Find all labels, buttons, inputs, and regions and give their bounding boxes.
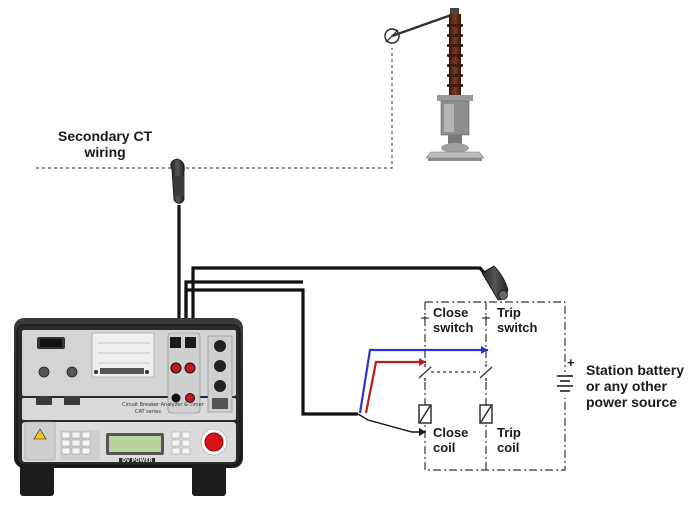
battery-icon — [556, 372, 574, 398]
control-leads — [358, 348, 488, 414]
battery-plus-label: + — [567, 355, 575, 370]
secondary-ct-wiring-label: Secondary CT wiring — [58, 128, 153, 161]
close-switch-symbol — [421, 316, 429, 320]
circuit-breaker-analyzer — [14, 318, 243, 496]
device-brand: DV POWER — [122, 458, 153, 464]
device-panel-subtitle: CAT series — [135, 409, 161, 415]
trip-switch-label: Trip switch — [497, 305, 538, 335]
circuit-breaker-pole — [384, 8, 485, 161]
trip-switch-symbol — [482, 316, 490, 320]
close-switch-label: Close switch — [433, 305, 474, 335]
trip-clamp-probe-icon — [481, 265, 509, 301]
ct-symbol-icon — [384, 28, 400, 44]
close-coil-symbol — [418, 404, 432, 424]
auxiliary-contacts — [418, 364, 493, 381]
device-panel-title: Circuit Breaker Analyzer & Timer — [122, 402, 204, 408]
trip-coil-symbol — [479, 404, 493, 424]
ct-clamp-probe-icon — [170, 158, 185, 204]
trip-coil-label: Trip coil — [497, 425, 521, 455]
close-coil-label: Close coil — [433, 425, 469, 455]
secondary-ct-wiring-line — [36, 48, 393, 169]
station-battery-label: Station battery or any other power sourc… — [586, 362, 685, 411]
coil-lead — [357, 413, 426, 433]
